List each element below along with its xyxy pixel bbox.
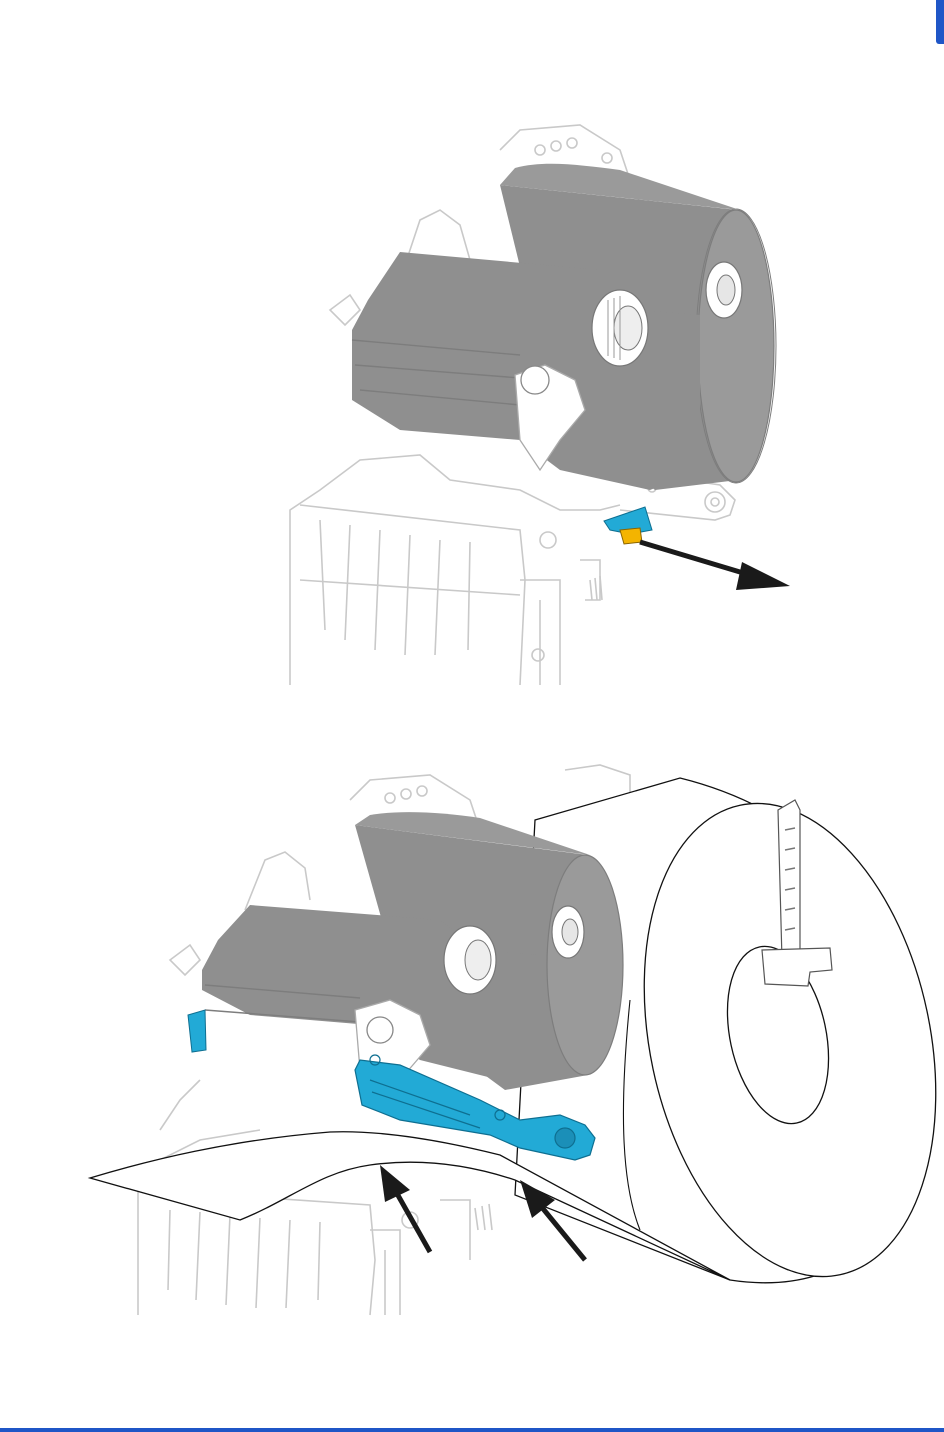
footer-rule — [0, 1428, 944, 1432]
arrow — [640, 542, 790, 590]
figure-bottom-illustration — [0, 760, 944, 1320]
figure-media-loaded-under-guide — [0, 760, 944, 1320]
figure-top-illustration — [0, 110, 944, 690]
media-guide[interactable] — [604, 507, 652, 544]
arrow — [380, 1165, 430, 1252]
page-edge-tab — [936, 0, 944, 44]
figure-media-guide-slide-out — [0, 110, 944, 690]
